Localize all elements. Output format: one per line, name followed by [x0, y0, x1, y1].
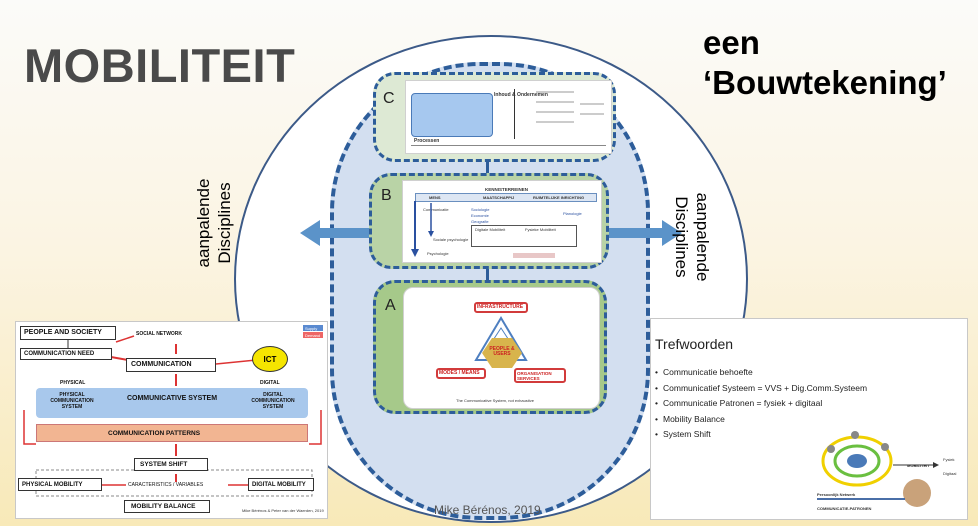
- layer-c-panel: Inhoud & Ondernemen Processen: [405, 80, 612, 154]
- dia-legend-supply: Supply: [303, 325, 323, 331]
- layer-c-processen: Processen: [414, 138, 440, 144]
- network-mobiliteit-label: MOBILITEIT: [907, 463, 930, 468]
- dia-communication-need: COMMUNICATION NEED: [20, 348, 112, 360]
- layer-b-item-geografie: Geografie: [471, 219, 489, 224]
- network-image: MOBILITEIT Persoonlijk Netwerk COMMUNICA…: [815, 419, 965, 517]
- layer-b-item-sociale-psy: Sociale psychologie: [433, 237, 469, 242]
- trefwoord-item: •System Shift: [655, 429, 711, 439]
- layer-a-modes: MODES / MEANS: [439, 370, 480, 376]
- dia-patterns: COMMUNICATION PATTERNS: [108, 430, 201, 437]
- dia-digital-mobility: DIGITAL MOBILITY: [248, 478, 314, 491]
- layer-a-letter: A: [385, 297, 396, 314]
- layer-b-panel: KENNISTERREINEN MENS MAATSCHAPPIJ RUIMTE…: [402, 180, 602, 263]
- dia-footnote: Mike Bérénos & Peter van der Waerden, 20…: [242, 508, 324, 513]
- dia-digital: DIGITAL: [260, 380, 280, 386]
- layer-a-panel: INFRASTRUCTURE PEOPLE & USERS MODES / ME…: [403, 287, 600, 409]
- network-persoonlijk-label: Persoonlijk Netwerk: [817, 492, 856, 497]
- layer-b-item-psychologie: Psychologie: [427, 251, 449, 256]
- layer-b-col-maatschappij: MAATSCHAPPIJ: [483, 195, 515, 200]
- layer-b-heading: KENNISTERREINEN: [485, 187, 529, 192]
- dia-mobility-balance: MOBILITY BALANCE: [124, 500, 210, 513]
- dia-characteristics: CARACTERISTICS / VARIABLES: [128, 482, 204, 488]
- layer-a-infrastructure: INFRASTRUCTURE: [477, 304, 524, 310]
- layer-b-item-sociologie: Sociologie: [471, 207, 490, 212]
- dia-legend-demand: Demand: [303, 332, 323, 338]
- dia-physical-mobility: PHYSICAL MOBILITY: [18, 478, 102, 491]
- trefwoord-item: •Mobility Balance: [655, 413, 725, 424]
- layer-b-letter: B: [381, 187, 392, 204]
- layer-b-item-planologie: Planologie: [563, 211, 582, 216]
- trefwoorden-heading: Trefwoorden: [655, 336, 734, 352]
- trefwoord-item: •Communicatief Systeem = VVS + Dig.Comm.…: [655, 382, 868, 393]
- layer-b-col-ruimtelijk: RUIMTELIJKE INRICHTING: [533, 195, 585, 200]
- network-digitaal-label: Digitaal: [943, 471, 957, 476]
- layer-a-caption: The Communicative System, not exhaustive: [456, 398, 535, 403]
- left-arrow-icon: [300, 220, 390, 246]
- layer-b-col-mens: MENS: [429, 195, 441, 200]
- layer-a-people: PEOPLE & USERS: [489, 346, 515, 357]
- trefwoord-item: •Communicatie behoefte: [655, 367, 753, 377]
- dia-patterns-band: [36, 424, 308, 442]
- dia-communicative-system-band: [36, 388, 308, 418]
- dia-ict: ICT: [252, 346, 288, 372]
- network-fysiek-label: Fysiek: [943, 457, 955, 462]
- dia-physical: PHYSICAL: [60, 380, 86, 386]
- trefwoord-item: •Communicatie Patronen = fysiek + digita…: [655, 398, 823, 408]
- dia-social-network: SOCIAL NETWORK: [136, 331, 183, 337]
- layer-b-item-economie: Economie: [471, 213, 489, 218]
- dia-digital-system: DIGITAL COMMUNICATION SYSTEM: [251, 392, 295, 410]
- subtitle-een: een: [703, 24, 760, 61]
- layer-b-arrows-icon: [411, 201, 434, 257]
- subtitle-bouwtekening: ‘Bouwtekening’: [703, 64, 947, 101]
- page-title: MOBILITEIT: [24, 39, 296, 92]
- connector-b-a: [486, 267, 489, 283]
- author-credit: Mike Bérénos, 2019: [434, 503, 541, 517]
- layer-c-blue-block: [411, 93, 493, 137]
- right-arrow-icon: [592, 220, 682, 246]
- layer-b-item-digitaal: Digitale Mobiliteit: [475, 227, 506, 232]
- layer-b-item-communicatie: Communicatie: [423, 207, 449, 212]
- dia-communication: COMMUNICATION: [126, 358, 216, 372]
- trefwoorden-list: •Communicatie behoefte •Communicatief Sy…: [655, 367, 867, 445]
- layer-b-item-fysiek: Fysieke Mobiliteit: [525, 227, 556, 232]
- layer-a-services: ORGANISATION SERVICES: [517, 371, 552, 381]
- connector-c-b: [486, 160, 489, 176]
- dia-system-shift: SYSTEM SHIFT: [134, 458, 208, 471]
- dia-people-society: PEOPLE AND SOCIETY: [20, 326, 116, 340]
- dia-communicative-system: COMMUNICATIVE SYSTEM: [126, 395, 218, 402]
- communication-diagram: PEOPLE AND SOCIETY SOCIAL NETWORK COMMUN…: [15, 321, 328, 519]
- dia-physical-system: PHYSICAL COMMUNICATION SYSTEM: [50, 392, 94, 410]
- network-patronen-label: COMMUNICATIE-PATRONEN: [817, 506, 872, 511]
- layer-c-inhoud: Inhoud & Ondernemen: [494, 92, 548, 98]
- layer-c-letter: C: [383, 90, 395, 107]
